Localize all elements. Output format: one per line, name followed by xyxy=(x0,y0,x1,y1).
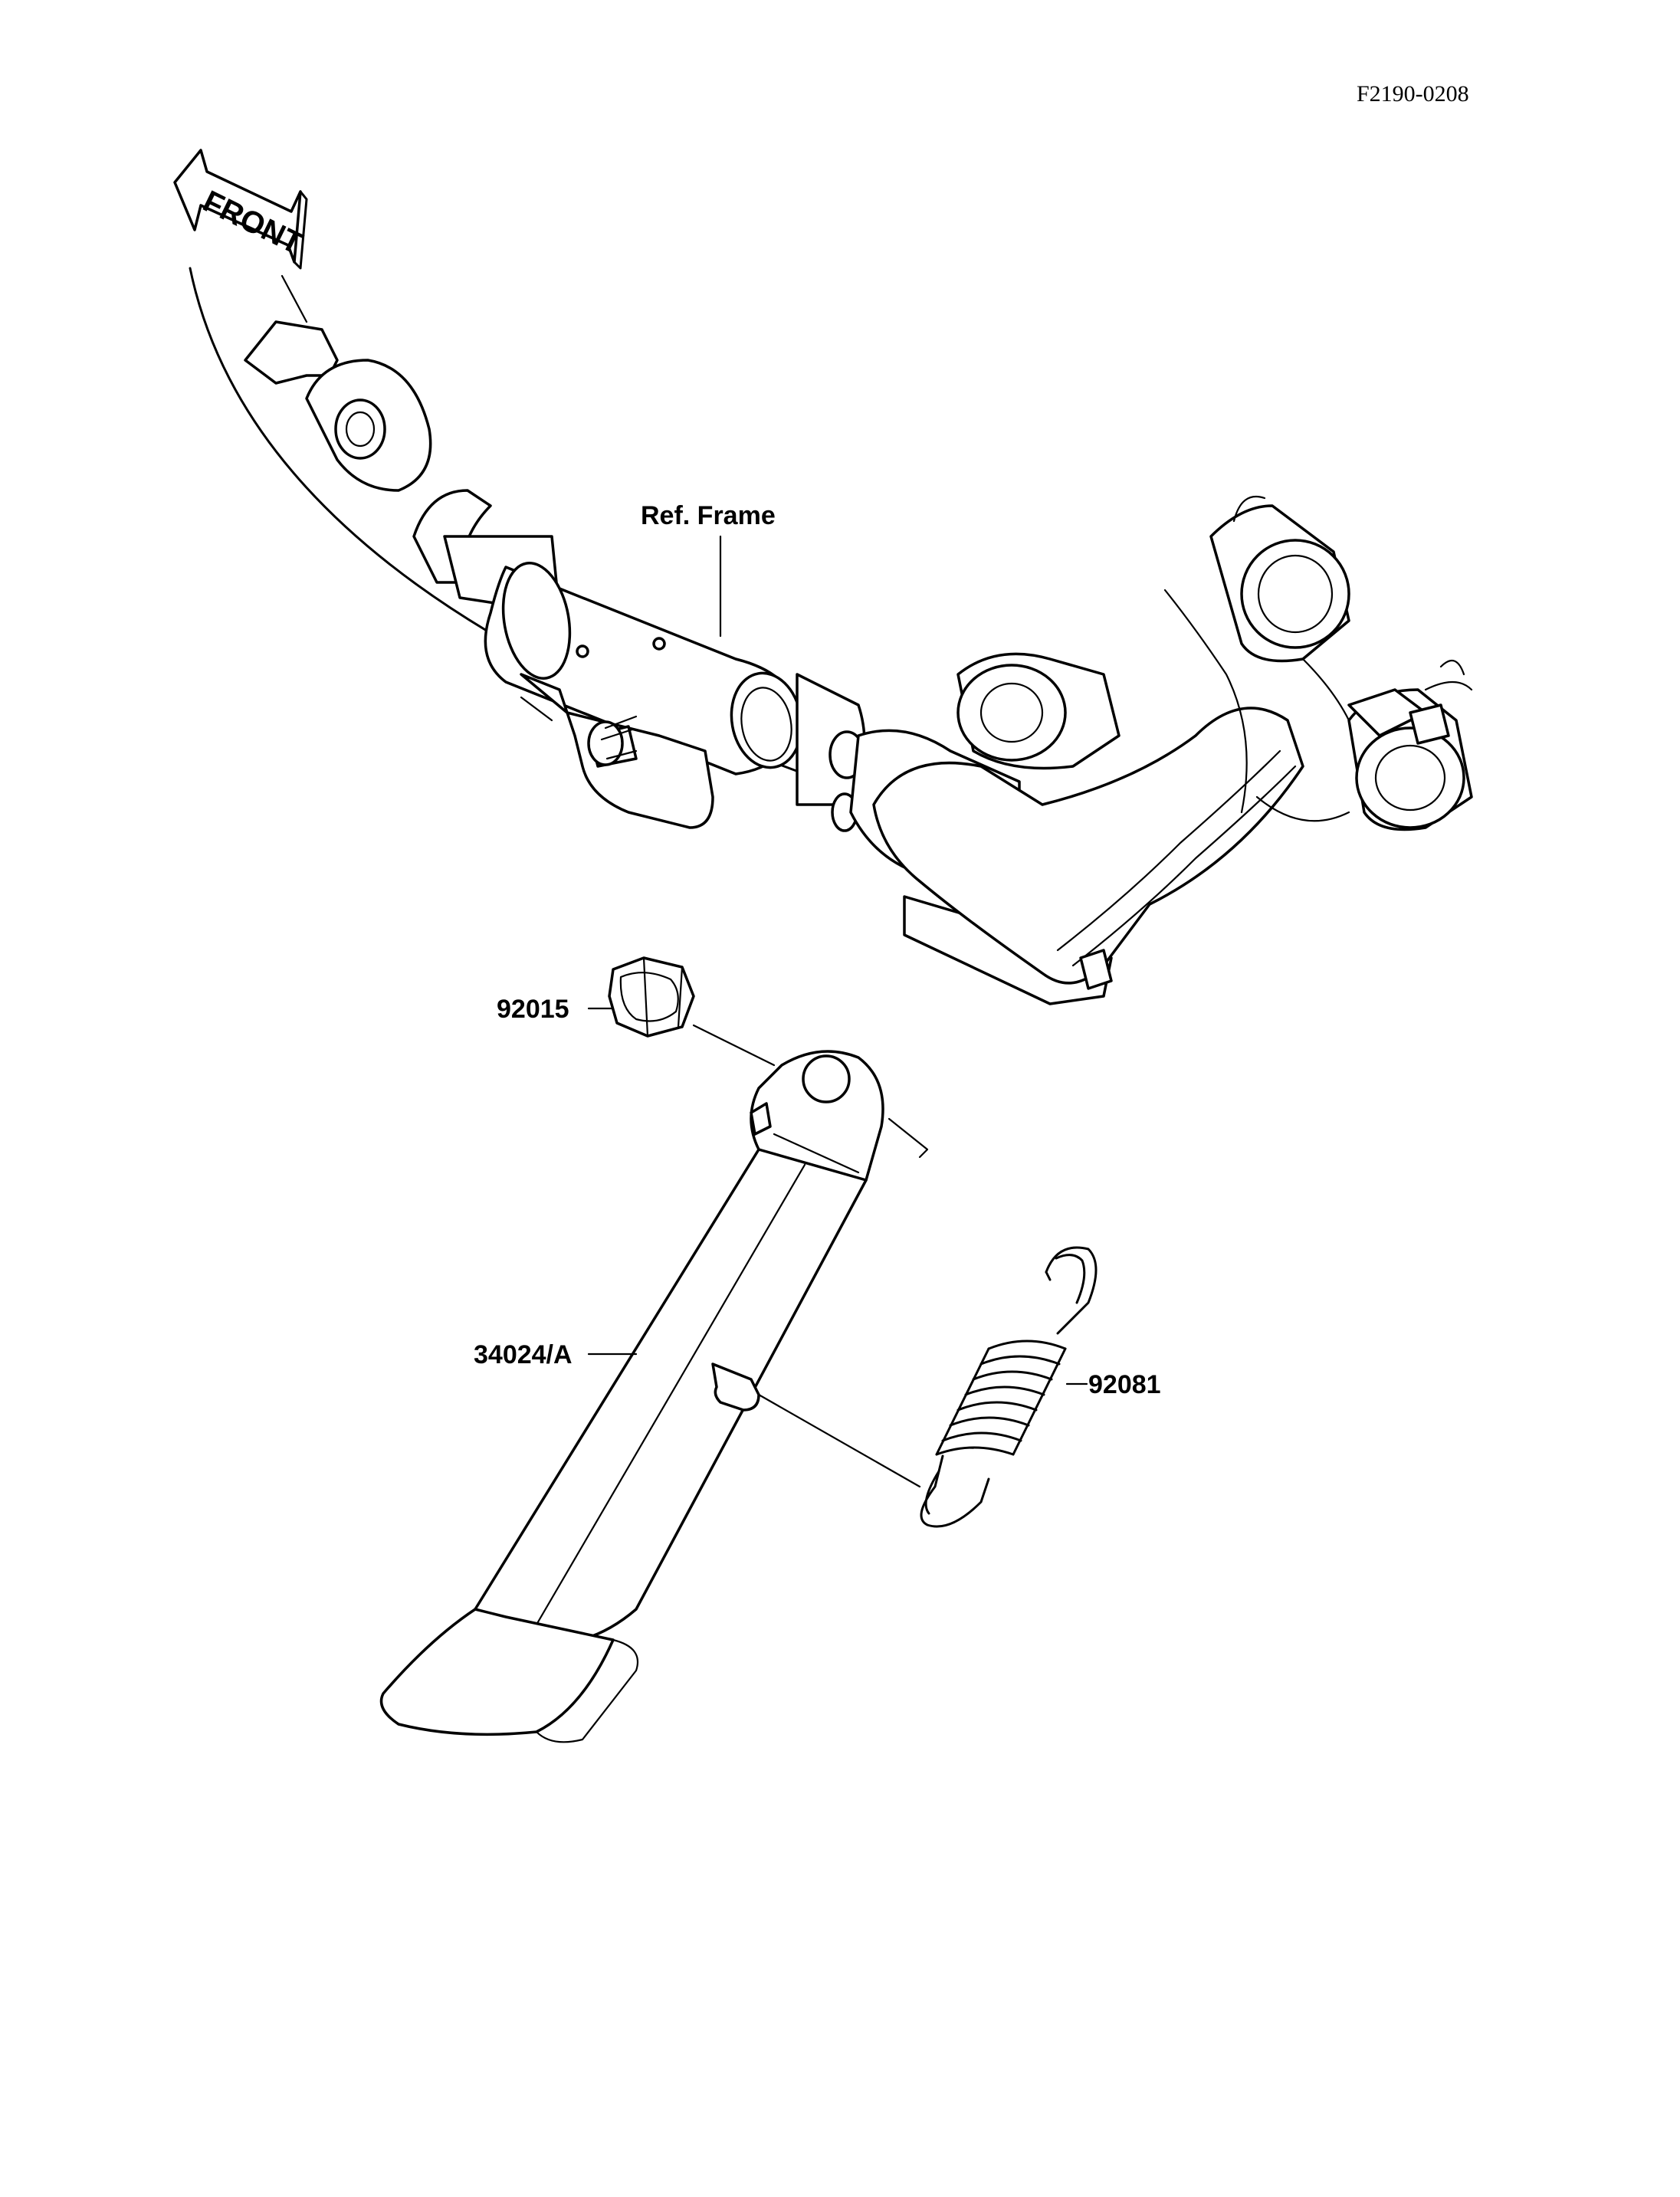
spring-92081 xyxy=(920,1246,1098,1528)
front-arrow-icon: FRONT xyxy=(173,149,308,270)
ref-frame-pivot-tube xyxy=(484,562,803,829)
spring-label: 92081 xyxy=(1088,1370,1161,1399)
diagram-code: F2190-0208 xyxy=(1357,81,1469,107)
side-stand-label: 34024/A xyxy=(474,1340,573,1369)
ref-frame-label: Ref. Frame xyxy=(641,501,776,530)
nut-92015 xyxy=(608,956,695,1038)
frame-right-section xyxy=(872,495,1473,1005)
side-stand-34024A xyxy=(379,1050,929,1743)
nut-label: 92015 xyxy=(497,995,569,1024)
